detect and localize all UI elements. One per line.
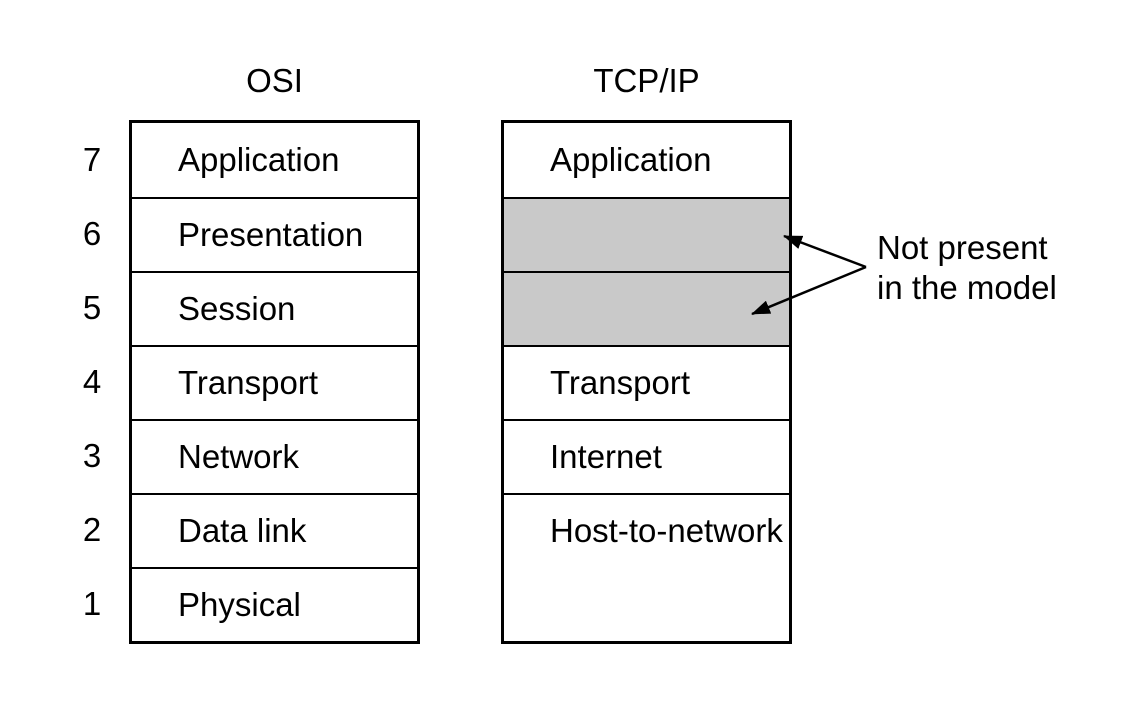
osi-layer-number-1: 1 bbox=[82, 585, 102, 622]
tcpip-layer-host-to-network: Host-to-network bbox=[504, 493, 789, 641]
tcpip-missing-cell-upper bbox=[504, 197, 789, 271]
osi-layer-number-2: 2 bbox=[82, 511, 102, 548]
tcpip-layer-transport: Transport bbox=[504, 345, 789, 419]
osi-layer-network: Network bbox=[132, 419, 417, 493]
tcpip-layer-application: Application bbox=[550, 141, 712, 178]
osi-layer-numbers: 7 6 5 4 3 2 1 bbox=[66, 123, 118, 641]
annotation-arrow-upper bbox=[783, 234, 867, 269]
tcpip-missing-cell-lower bbox=[504, 271, 789, 345]
osi-layer-number-7: 7 bbox=[82, 141, 102, 178]
osi-layer-number-3: 3 bbox=[82, 437, 102, 474]
tcpip-title: TCP/IP bbox=[593, 62, 700, 99]
osi-layer-application: Application bbox=[178, 141, 340, 178]
osi-layer-transport: Transport bbox=[132, 345, 417, 419]
osi-layer-session: Session bbox=[132, 271, 417, 345]
osi-layer-number-4: 4 bbox=[82, 363, 102, 400]
tcpip-stack: Application Transport Internet Host-to-n… bbox=[501, 120, 792, 644]
osi-layer-number-6: 6 bbox=[82, 215, 102, 252]
osi-layer-data-link: Data link bbox=[132, 493, 417, 567]
osi-layer-physical: Physical bbox=[132, 567, 417, 641]
osi-title: OSI bbox=[246, 62, 303, 99]
osi-layer-number-5: 5 bbox=[82, 289, 102, 326]
annotation-line-2: in the model bbox=[877, 269, 1057, 306]
tcpip-layer-internet: Internet bbox=[504, 419, 789, 493]
annotation-line-1: Not present bbox=[877, 229, 1048, 266]
osi-layer-presentation: Presentation bbox=[132, 197, 417, 271]
annotation-not-present: Not present in the model bbox=[877, 228, 1057, 308]
osi-stack: Application Presentation Session Transpo… bbox=[129, 120, 420, 644]
